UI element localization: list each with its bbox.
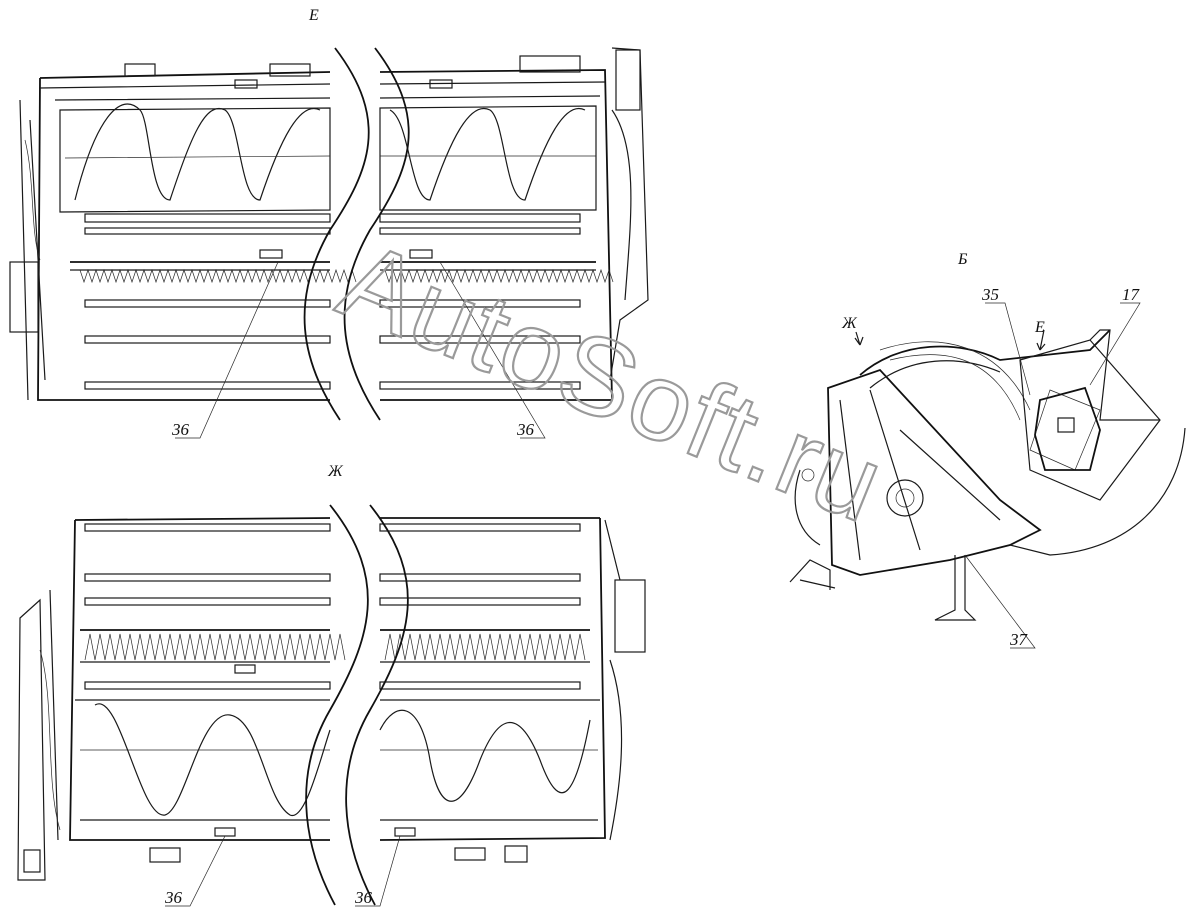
side-mark-e: Е — [1034, 319, 1045, 336]
callout-37: 37 — [1009, 630, 1029, 649]
callout-36-top-right: 36 — [516, 420, 535, 439]
callout-36-bottom-right: 36 — [354, 888, 373, 907]
bottom-view — [17, 517, 646, 907]
callout-36-top-left: 36 — [171, 420, 190, 439]
callout-36-bottom-left: 36 — [164, 888, 183, 907]
view-label-top: Е — [308, 7, 319, 24]
side-view — [789, 302, 1186, 649]
side-mark-zh: Ж — [841, 315, 858, 332]
top-reel-bars — [84, 213, 581, 390]
top-view — [9, 47, 649, 439]
view-label-bottom: Ж — [327, 463, 344, 480]
callout-35: 35 — [981, 285, 999, 304]
callout-17: 17 — [1122, 285, 1141, 304]
view-label-side: Б — [957, 251, 968, 268]
break-lines — [303, 47, 410, 906]
